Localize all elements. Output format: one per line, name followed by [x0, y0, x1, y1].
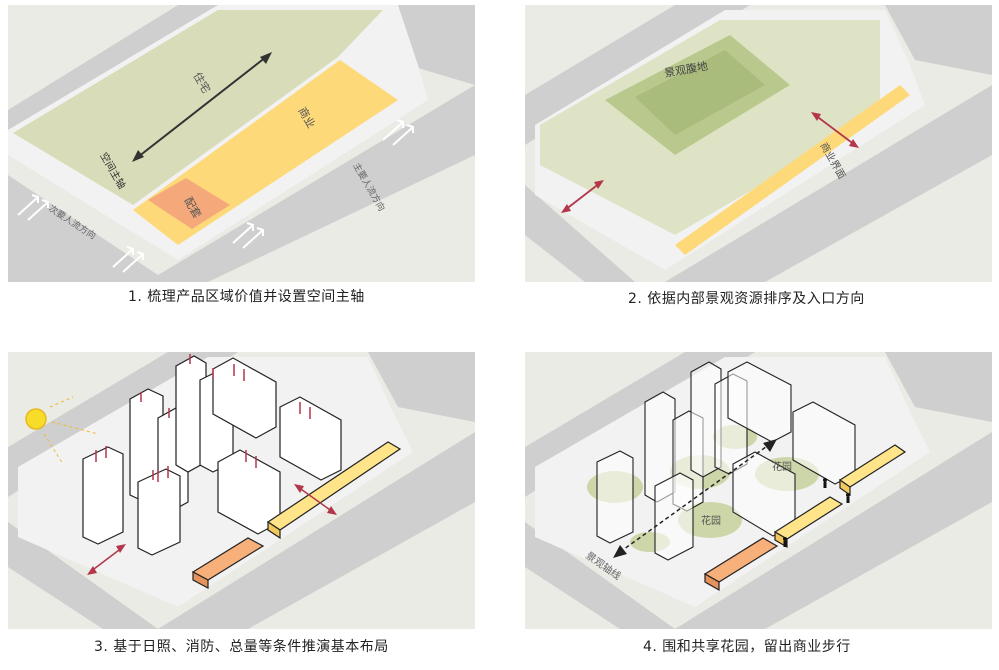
caption-panel-1: 1. 梳理产品区域价值并设置空间主轴 [128, 289, 365, 305]
road-northeast [885, 5, 992, 75]
road-southeast [665, 85, 992, 282]
label-garden-1: 花园 [772, 460, 792, 473]
tower-6 [654, 472, 694, 561]
road-northeast [368, 352, 475, 422]
landscape-green-inner [635, 50, 765, 135]
panel-1-diagram: 住宅 商业 配套 空间主轴 主要人流方向 次要人流方向 [8, 5, 475, 282]
block-north [727, 361, 792, 443]
tower-group [82, 355, 342, 556]
caption-panel-4: 4. 围和共享花园，留出商业步行 [643, 639, 851, 655]
block-north [212, 357, 277, 439]
axis-arrowhead-start [132, 150, 144, 162]
sun-rays [43, 396, 99, 465]
entry-arrows [561, 112, 859, 213]
panel-2: 景观腹地 商业界面 [525, 5, 992, 282]
landscape-axis-arrowhead-end [763, 439, 777, 452]
road-southeast [675, 432, 992, 629]
residential-zone [13, 10, 383, 205]
panel-3-diagram [8, 352, 475, 629]
axis-arrowhead-end [260, 52, 272, 64]
tower-1 [82, 446, 124, 545]
pedestrian-icons [783, 478, 850, 547]
garden-south [678, 502, 742, 538]
supporting-zone [148, 178, 230, 229]
road-northeast [885, 352, 992, 422]
commercial-bar-south-side [704, 572, 720, 592]
panel-1: 住宅 商业 配套 空间主轴 主要人流方向 次要人流方向 [8, 5, 475, 282]
road-southeast [158, 85, 475, 282]
block-east [279, 396, 342, 481]
landscape-axis-line [619, 443, 771, 553]
pedestrian-arrows [17, 119, 414, 273]
sun-icon [25, 408, 47, 430]
panel-2-diagram: 景观腹地 商业界面 [525, 5, 992, 282]
caption-panel-3: 3. 基于日照、消防、总量等条件推演基本布局 [94, 639, 389, 655]
label-garden-2: 花园 [701, 514, 721, 527]
space-axis-line [137, 56, 267, 158]
road-southwest [525, 185, 635, 282]
caption-panel-2: 2. 依据内部景观资源排序及入口方向 [628, 291, 865, 307]
panel-4: 花园 花园 景观轴线 [525, 352, 992, 629]
commercial-bar-south-side [192, 571, 209, 589]
panel-3 [8, 352, 475, 629]
road-southeast [158, 432, 475, 629]
fire-and-sun-arrows [87, 354, 337, 575]
tower-6 [137, 468, 181, 556]
tower-1 [596, 450, 634, 544]
commercial-bar-east-side [267, 520, 281, 540]
landscape-axis-arrowhead-start [613, 545, 627, 558]
tower-group [596, 361, 856, 561]
panel-4-diagram: 花园 花园 景观轴线 [525, 352, 992, 629]
commercial-strip [675, 85, 910, 255]
